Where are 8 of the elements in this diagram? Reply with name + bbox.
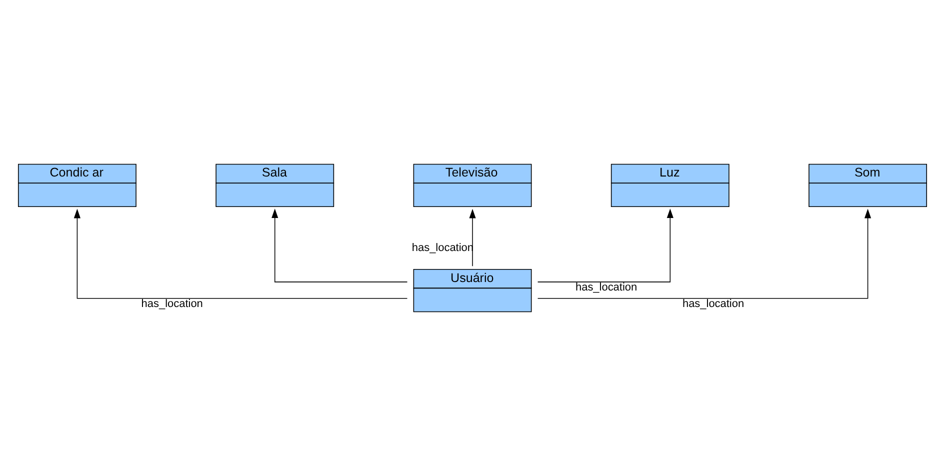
edge-label: has_location xyxy=(141,298,203,310)
arrow xyxy=(537,208,872,298)
arrow xyxy=(537,208,674,282)
arrow xyxy=(74,208,408,298)
edge-label: has_location xyxy=(576,281,638,294)
arrow xyxy=(272,208,408,282)
arrow xyxy=(469,208,476,266)
edge-label: has_location xyxy=(682,298,744,310)
